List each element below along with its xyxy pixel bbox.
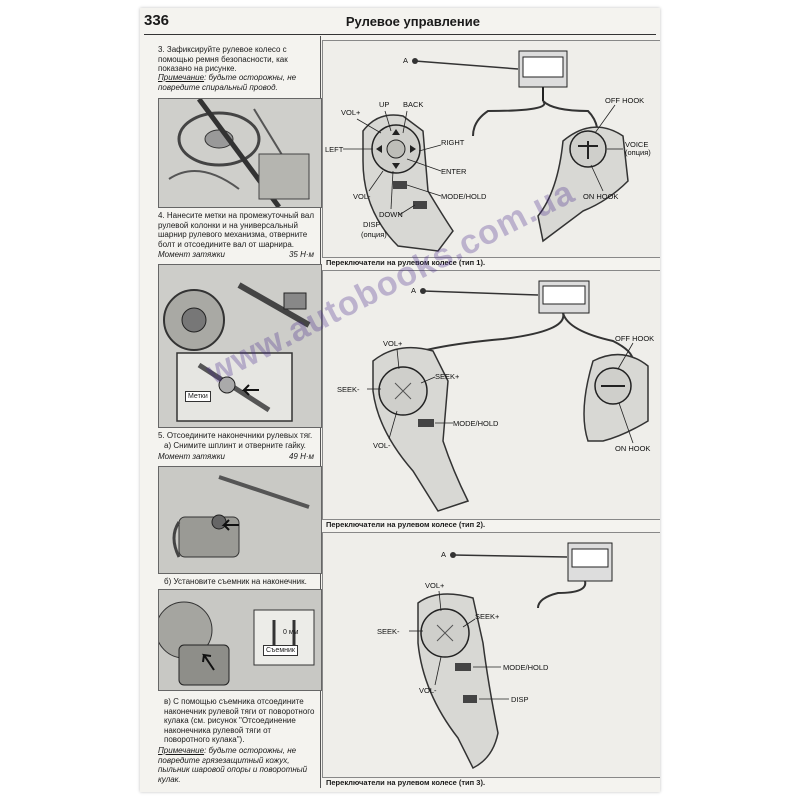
- d1-label-volm: VOL-: [353, 192, 371, 201]
- note-2-text: : будьте осторожны, не повредите грязеза…: [158, 746, 308, 784]
- torque-2-value: 49 Н·м: [288, 452, 314, 461]
- d1-label-opt: (опция): [361, 230, 387, 239]
- diagram-switches-type1: A VOL+ UP BACK LEFT RIGHT ENTER MODE/HOL…: [322, 40, 660, 258]
- photo-puller: 0 мм Съемник: [158, 589, 322, 691]
- diagram-1-drawing: A VOL+ UP BACK LEFT RIGHT ENTER MODE/HOL…: [325, 50, 651, 252]
- step-5c-text: в) С помощью съемника отсоедините наконе…: [164, 697, 315, 744]
- step-4-text: 4. Нанесите метки на промежуточный вал р…: [158, 211, 315, 249]
- d3-label-modehold: MODE/HOLD: [503, 663, 549, 672]
- d1-label-enter: ENTER: [441, 167, 467, 176]
- d1-label-onhook: ON HOOK: [583, 192, 618, 201]
- photo-seatbelt-steering: [158, 98, 322, 208]
- diagram-switches-type3: A VOL+ SEEK+ SEEK- MODE/HOLD VOL- DISP: [322, 532, 660, 778]
- d2-label-volp: VOL+: [383, 339, 403, 348]
- d1-label-volp: VOL+: [341, 108, 361, 117]
- d3-label-seekp: SEEK+: [475, 612, 500, 621]
- diagram-3-drawing: A VOL+ SEEK+ SEEK- MODE/HOLD VOL- DISP: [377, 542, 613, 770]
- photo-seatbelt-illustration: [159, 99, 321, 207]
- d1-label-voice: VOICE: [625, 140, 648, 149]
- d1-label-modehold: MODE/HOLD: [441, 192, 487, 201]
- photo-label-marks: Метки: [185, 391, 211, 402]
- d3-label-a: A: [441, 550, 446, 559]
- diagram-switches-type2: A VOL+ SEEK+ SEEK- MODE/HOLD VOL- OFF HO…: [322, 270, 660, 520]
- diagram-1-caption: Переключатели на рулевом колесе (тип 1).: [326, 258, 486, 267]
- page-title: Рулевое управление: [345, 14, 480, 29]
- step-3-text: 3. Зафиксируйте рулевое колесо с помощью…: [158, 45, 288, 73]
- d3-label-disp: DISP: [511, 695, 529, 704]
- note-2: Примечание: будьте осторожны, не повреди…: [158, 746, 318, 784]
- photo-puller-illustration: [159, 590, 321, 690]
- photo-tierod-illustration: [159, 467, 321, 573]
- d2-label-volm: VOL-: [373, 441, 391, 450]
- d2-label-seekp: SEEK+: [435, 372, 460, 381]
- header-rule: [144, 34, 656, 35]
- diagram-2-caption: Переключатели на рулевом колесе (тип 2).: [326, 520, 486, 529]
- torque-spec-1: Момент затяжки 35 Н·м: [158, 250, 318, 259]
- step-5-text: 5. Отсоедините наконечники рулевых тяг.: [158, 431, 313, 440]
- step-5b-text: б) Установите съемник на наконечник.: [164, 577, 307, 586]
- d2-label-modehold: MODE/HOLD: [453, 419, 499, 428]
- photo-universal-joint: Метки: [158, 264, 322, 428]
- page-header: 336 Рулевое управление: [140, 8, 660, 34]
- photo-tie-rod-nut: [158, 466, 322, 574]
- manual-page: 336 Рулевое управление 3. Зафиксируйте р…: [140, 8, 660, 792]
- d1-label-right: RIGHT: [441, 138, 465, 147]
- d2-label-a: A: [411, 286, 416, 295]
- d3-label-seekm: SEEK-: [377, 627, 400, 636]
- torque-1-label: Момент затяжки: [158, 250, 225, 259]
- photo-label-gap: 0 мм: [283, 629, 299, 636]
- d2-label-seekm: SEEK-: [337, 385, 360, 394]
- d3-label-volp: VOL+: [425, 581, 445, 590]
- d1-label-back: BACK: [403, 100, 423, 109]
- diagram-2-drawing: A VOL+ SEEK+ SEEK- MODE/HOLD VOL- OFF HO…: [337, 280, 654, 512]
- d1-label-voice-opt: (опция): [625, 148, 651, 157]
- page-number: 336: [144, 12, 170, 29]
- note-2-label: Примечание: [158, 746, 205, 755]
- d1-label-offhook: OFF HOOK: [605, 96, 644, 105]
- photo-label-puller: Съемник: [263, 645, 298, 656]
- torque-1-value: 35 Н·м: [288, 250, 314, 259]
- d3-label-volm: VOL-: [419, 686, 437, 695]
- torque-spec-2: Момент затяжки 49 Н·м: [158, 452, 318, 461]
- d1-label-a: A: [403, 56, 408, 65]
- note-1-text: : будьте осторожны, не повредите спираль…: [158, 73, 297, 92]
- d1-label-down: DOWN: [379, 210, 403, 219]
- note-1-label: Примечание: [158, 73, 205, 82]
- torque-2-label: Момент затяжки: [158, 452, 225, 461]
- d1-label-left: LEFT: [325, 145, 344, 154]
- d1-label-disp: DISP: [363, 220, 381, 229]
- d1-label-up: UP: [379, 100, 389, 109]
- d2-label-offhook: OFF HOOK: [615, 334, 654, 343]
- step-5a-text: а) Снимите шплинт и отверните гайку.: [164, 441, 306, 450]
- diagram-3-caption: Переключатели на рулевом колесе (тип 3).: [326, 778, 486, 787]
- note-1: Примечание: будьте осторожны, не повреди…: [158, 73, 318, 92]
- d2-label-onhook: ON HOOK: [615, 444, 650, 453]
